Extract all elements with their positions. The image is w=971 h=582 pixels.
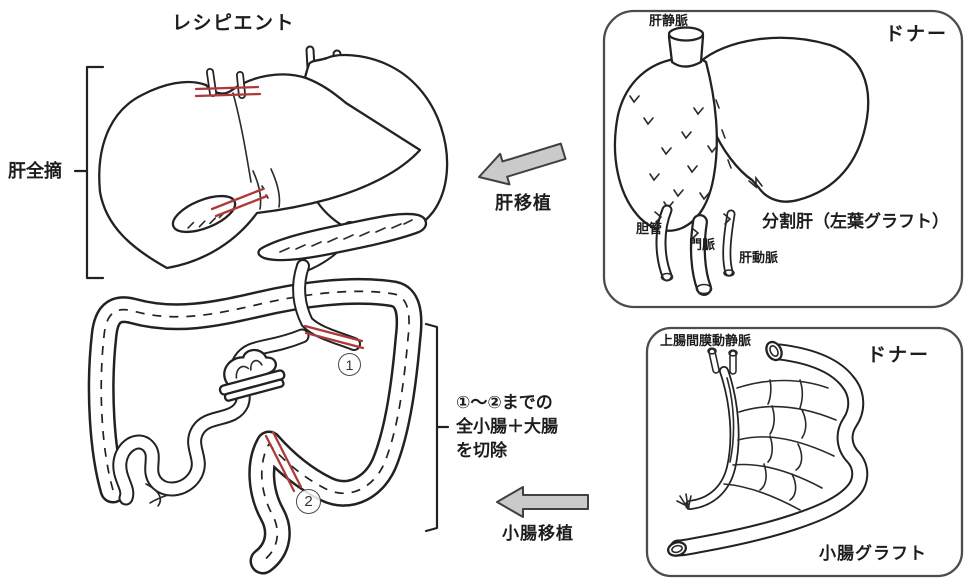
- liver-cut-marks: [194, 85, 269, 218]
- mesenteric-vessels-label: 上腸間膜動静脈: [660, 333, 752, 348]
- excision-note-line1: ①～②までの: [456, 393, 553, 412]
- recipient-small-bowel-drawing: [120, 266, 354, 507]
- recipient-title: レシピエント: [172, 13, 296, 34]
- recipient-pancreas-drawing: [257, 212, 428, 262]
- liver-transplant-arrow: [478, 142, 567, 186]
- excision-note-line2: 全小腸＋大腸: [456, 417, 558, 436]
- recipient-colon-drawing: [101, 291, 409, 561]
- hepatectomy-bracket: [73, 65, 105, 280]
- excision-note-line3: を切除: [456, 441, 507, 460]
- split-liver-graft-label: 分割肝（左葉グラフト）: [762, 212, 949, 231]
- hepatic-artery-label: 肝動脈: [739, 250, 779, 265]
- donor-liver-drawing: [613, 26, 870, 296]
- donor-intestine-panel-box: [645, 326, 964, 578]
- hepatic-vein-label: 肝静脈: [649, 13, 689, 28]
- resection-bracket: [424, 322, 450, 533]
- donor-liver-panel-title: ドナー: [885, 24, 949, 45]
- stoma-drawing: [218, 348, 286, 402]
- portal-vein-label: 門脈: [689, 237, 716, 252]
- liver-transplant-arrow-label: 肝移植: [495, 193, 552, 213]
- cut-point-1-marker: 1: [338, 353, 361, 376]
- donor-liver-panel-box: [602, 9, 964, 309]
- cut-point-2-marker: 2: [296, 489, 321, 514]
- donor-intestine-panel-title: ドナー: [867, 345, 931, 366]
- bile-duct-label: 胆管: [636, 221, 663, 236]
- hepatectomy-label: 肝全摘: [8, 161, 62, 181]
- excision-note: ①～②までの 全小腸＋大腸 を切除: [456, 391, 558, 463]
- donor-intestine-drawing: [666, 340, 860, 557]
- intestine-transplant-arrow-label: 小腸移植: [502, 524, 574, 543]
- intestine-transplant-arrow: [496, 486, 589, 518]
- intestine-graft-label: 小腸グラフト: [819, 544, 927, 563]
- bowel-cut-marks: [264, 324, 365, 493]
